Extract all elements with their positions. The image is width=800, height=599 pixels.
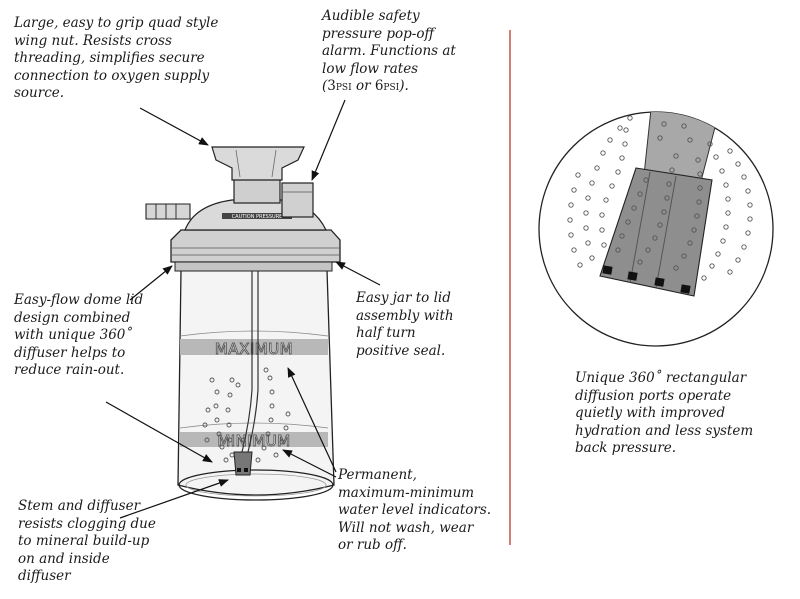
ports-callout: Unique 360˚ rectangular diffusion ports … — [575, 370, 754, 456]
dome-lid-callout: Easy-flow dome lid design combined with … — [14, 292, 144, 378]
pop-off-alarm — [281, 182, 314, 218]
arrow-jar-lid — [335, 261, 381, 286]
jar-lid-callout: Easy jar to lid assembly with half turn … — [356, 290, 454, 359]
arrow-wing-nut — [139, 107, 209, 146]
alarm-psi-3: 3psi — [327, 78, 352, 94]
alarm-psi-open: ( — [322, 78, 328, 94]
wing-nut — [211, 146, 305, 204]
stem-tube — [233, 270, 259, 476]
dome-lid: CAUTION PRESSURE — [170, 199, 341, 272]
arrow-alarm — [311, 99, 346, 181]
minimum-label: MINIMUM — [217, 432, 290, 450]
arrow-minimum — [282, 449, 337, 478]
diffuser-zoom-view — [538, 111, 774, 347]
arrow-stem-bottom — [119, 479, 229, 519]
maximum-level-indicator: MAXIMUM — [179, 330, 329, 358]
alarm-psi-close: ). — [399, 78, 409, 94]
indicators-callout: Permanent, maximum-minimum water level i… — [338, 467, 492, 553]
inlet-nozzle — [145, 203, 191, 220]
arrow-maximum — [287, 367, 337, 473]
callout-arrows — [105, 99, 381, 519]
alarm-callout-main: Audible safety pressure pop-off alarm. F… — [322, 8, 456, 77]
wing-nut-callout: Large, easy to grip quad style wing nut.… — [14, 15, 219, 101]
alarm-psi-6: 6psi — [374, 78, 400, 94]
stem-callout: Stem and diffuser resists clogging due t… — [18, 498, 156, 584]
lid-text: CAUTION PRESSURE — [232, 214, 283, 220]
alarm-callout: Audible safety pressure pop-off alarm. F… — [322, 8, 456, 96]
alarm-psi-or: or — [351, 78, 375, 94]
jar-body — [177, 269, 335, 501]
arrow-stem-diffuser — [105, 401, 213, 463]
arrow-dome-lid — [129, 265, 173, 301]
jar-bubbles — [202, 367, 291, 463]
maximum-label: MAXIMUM — [215, 340, 293, 358]
